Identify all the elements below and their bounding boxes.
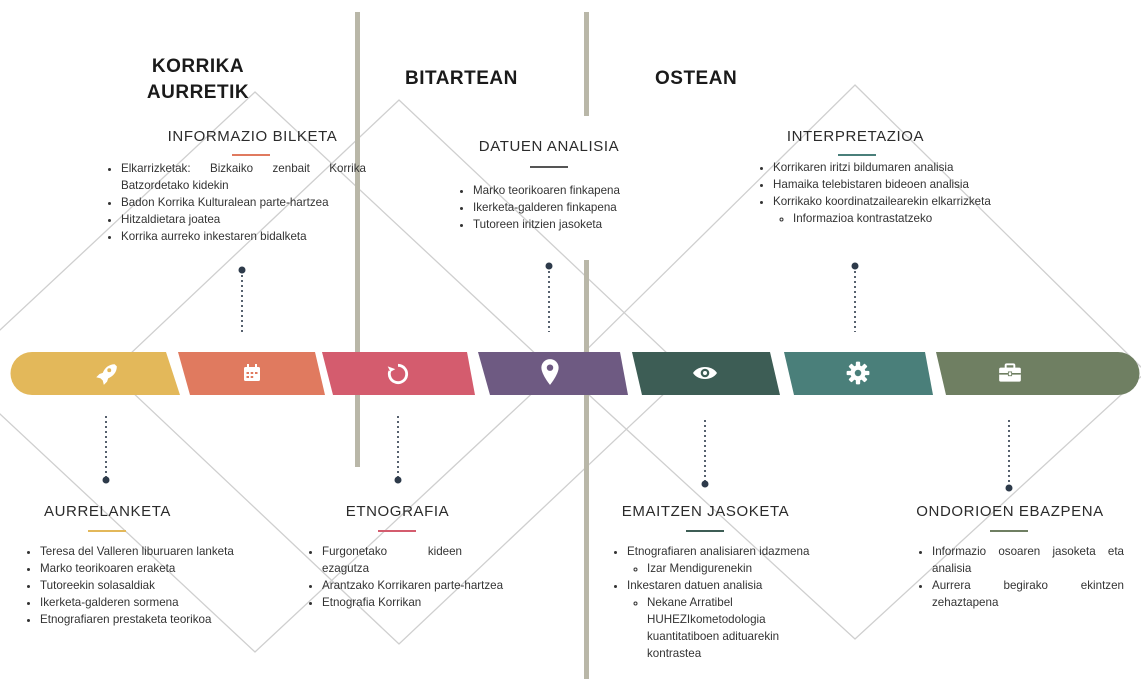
sub-list: Izar Mendigurenekin <box>627 560 862 577</box>
list-item: Arantzako Korrikaren parte-hartzea <box>322 577 514 594</box>
list-item-text: Inkestaren datuen analisia <box>627 579 763 592</box>
briefcase-icon <box>999 363 1021 382</box>
emaitzen-jasoketa-list: Etnografiaren analisiaren idazmena Izar … <box>611 543 862 662</box>
list-item: Ikerketa-galderen finkapena <box>473 199 673 216</box>
sub-list: Nekane Arratibel HUHEZIkometodologia kua… <box>627 594 807 662</box>
refresh-icon <box>387 363 409 385</box>
list-item: Teresa del Valleren liburuaren lanketa <box>40 543 236 560</box>
list-item: Informazio osoaren jasoketa eta analisia <box>932 543 1124 577</box>
list-item-text: Korrikako koordinatzailearekin elkarrizk… <box>773 195 991 208</box>
phase-after-heading: OSTEAN <box>655 68 738 89</box>
connector-dot <box>1005 484 1013 492</box>
section-title-interpretazioa: INTERPRETAZIOA <box>786 128 925 145</box>
connector-dot <box>102 476 110 484</box>
phase-during-heading: BITARTEAN <box>405 68 518 89</box>
list-item-text: Etnografiaren analisiaren idazmena <box>627 545 810 558</box>
section-title-datuen-analisia: DATUEN ANALISIA <box>478 138 620 155</box>
list-item: Etnografia Korrikan <box>322 594 514 611</box>
sub-list-item: Izar Mendigurenekin <box>647 560 862 577</box>
list-item: Etnografiaren prestaketa teorikoa <box>40 611 236 628</box>
sub-list-item: Nekane Arratibel HUHEZIkometodologia kua… <box>647 594 807 662</box>
list-item: Marko teorikoaren eraketa <box>40 560 236 577</box>
connector-dot <box>851 262 859 270</box>
phase-before-heading: KORRIKA AURRETIK <box>138 54 258 106</box>
timeline-segment-1 <box>10 352 180 395</box>
aurrelanketa-list: Teresa del Valleren liburuaren lanketa M… <box>24 543 236 628</box>
section-underline <box>838 154 876 156</box>
list-item: Inkestaren datuen analisia Nekane Arrati… <box>627 577 862 662</box>
map-pin-icon <box>541 359 559 385</box>
sub-list-item: Informazioa kontrastatzeko <box>793 210 1009 227</box>
timeline-segment-7 <box>936 352 1140 395</box>
list-item: Hamaika telebistaren bideoen analisia <box>773 176 1009 193</box>
ondorioen-ebazpena-list: Informazio osoaren jasoketa eta analisia… <box>916 543 1124 611</box>
section-underline <box>686 530 724 532</box>
calendar-icon <box>244 364 260 381</box>
list-item: Ikerketa-galderen sormena <box>40 594 236 611</box>
diamond-center <box>110 99 688 645</box>
section-title-etnografia: ETNOGRAFIA <box>345 503 450 520</box>
phase-divider-1 <box>355 12 360 467</box>
list-item: Tutoreekin solasaldiak <box>40 577 236 594</box>
list-item: Etnografiaren analisiaren idazmena Izar … <box>627 543 862 577</box>
datuen-analisia-list: Marko teorikoaren finkapena Ikerketa-gal… <box>457 182 673 233</box>
connector-dot <box>238 266 246 274</box>
informazio-bilketa-list: Elkarrizketak: Bizkaiko zenbait Korrika … <box>105 160 366 245</box>
list-item: Korrika aurreko inkestaren bidalketa <box>121 228 366 245</box>
timeline-segment-3 <box>322 352 475 395</box>
phase-divider-2a <box>584 12 589 116</box>
diamond-left <box>0 91 556 653</box>
list-item: Furgonetako kideen ezagutza <box>322 543 462 577</box>
gear-icon <box>846 361 870 385</box>
list-item: Badon Korrika Kulturalean parte-hartzea <box>121 194 366 211</box>
list-item: Tutoreen iritzien jasoketa <box>473 216 673 233</box>
section-underline <box>378 530 416 532</box>
list-item: Elkarrizketak: Bizkaiko zenbait Korrika … <box>121 160 366 194</box>
section-underline <box>530 166 568 168</box>
diamond-right <box>563 84 1141 640</box>
connector-dot <box>701 480 709 488</box>
list-item: Hitzaldietara joatea <box>121 211 366 228</box>
section-title-emaitzen-jasoketa: EMAITZEN JASOKETA <box>621 503 790 520</box>
connector-dot <box>394 476 402 484</box>
eye-icon <box>693 367 717 379</box>
phase-before-line1: KORRIKA <box>151 56 245 77</box>
timeline-ribbon <box>10 352 1140 395</box>
list-item: Aurrera begirako ekintzen zehaztapena <box>932 577 1124 611</box>
list-item: Marko teorikoaren finkapena <box>473 182 673 199</box>
section-underline <box>88 530 126 532</box>
rocket-icon <box>96 364 117 385</box>
etnografia-list: Furgonetako kideen ezagutza Arantzako Ko… <box>306 543 514 611</box>
list-item: Korrikaren iritzi bildumaren analisia <box>773 159 1009 176</box>
interpretazioa-list: Korrikaren iritzi bildumaren analisia Ha… <box>757 159 1009 227</box>
connector-dot <box>545 262 553 270</box>
section-title-aurrelanketa: AURRELANKETA <box>44 503 171 520</box>
section-title-informazio-bilketa: INFORMAZIO BILKETA <box>167 128 338 145</box>
phase-divider-2b <box>584 260 589 679</box>
list-item: Korrikako koordinatzailearekin elkarrizk… <box>773 193 1009 227</box>
sub-list: Informazioa kontrastatzeko <box>773 210 1009 227</box>
section-underline <box>990 530 1028 532</box>
section-underline <box>232 154 270 156</box>
section-title-ondorioen-ebazpena: ONDORIOEN EBAZPENA <box>916 503 1104 520</box>
phase-before-line2: AURRETIK <box>146 82 250 103</box>
